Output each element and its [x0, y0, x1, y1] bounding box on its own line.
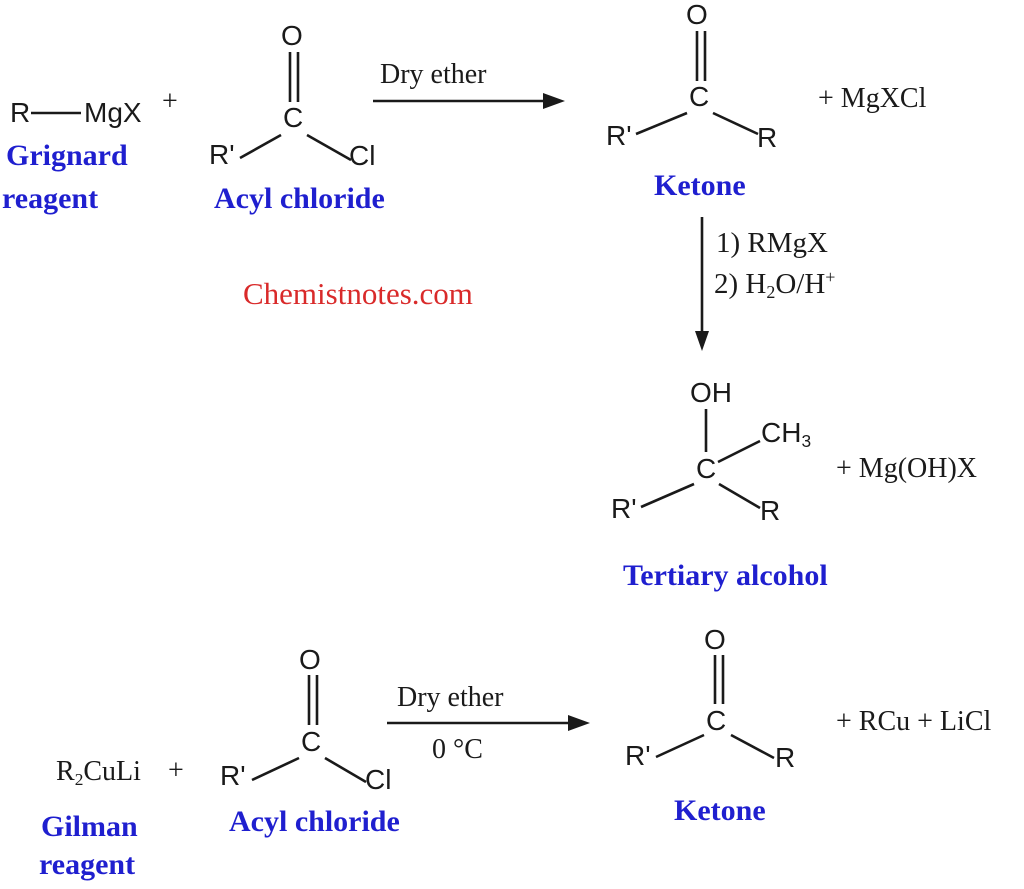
acyl-chloride-2-name: Acyl chloride: [229, 805, 400, 838]
acyl1-oxygen-label: O: [281, 20, 303, 51]
ch3-subscript: 3: [801, 430, 812, 451]
ketone-1-bonds: [635, 31, 759, 136]
gilman-culi: CuLi: [83, 756, 141, 787]
condition-dry-ether-1: Dry ether: [380, 59, 487, 90]
gilman-reagent-label-line1: Gilman: [41, 810, 138, 843]
ketone2-rprime-label: R': [625, 740, 651, 771]
grignard-reagent-label-line2: reagent: [2, 182, 99, 215]
byproduct-mgxcl: + MgXCl: [818, 83, 927, 114]
plus-sign-1: +: [162, 86, 178, 117]
acyl-chloride-2-bonds: [251, 675, 367, 784]
talc-oh-label: OH: [690, 377, 732, 408]
gilman-r: R: [56, 756, 75, 787]
talc-rprime-label: R': [611, 493, 637, 524]
tertiary-alcohol-bonds: [640, 409, 761, 510]
ketone1-carbon-label: C: [689, 81, 710, 112]
ketone1-oxygen-label: O: [686, 0, 708, 30]
gilman-subscript: 2: [74, 769, 84, 789]
grignard-reagent-label-line1: Grignard: [6, 139, 128, 172]
step-arrow-down: [695, 217, 709, 351]
acyl1-carbon-label: C: [283, 102, 304, 133]
step2-subscript: 2: [766, 281, 776, 302]
step2-text: 2) H: [714, 267, 767, 300]
acyl1-chlorine-label: Cl: [349, 140, 376, 171]
byproduct-rcu-licl: + RCu + LiCl: [836, 706, 992, 737]
step2-superscript: +: [825, 267, 836, 287]
talc-ch3-label: CH3: [761, 419, 811, 450]
acyl2-chlorine-label: Cl: [365, 764, 392, 795]
step1-rmgx: 1) RMgX: [716, 227, 828, 259]
step2-hydrolysis: 2) H2O/H+: [714, 268, 835, 301]
reaction-arrow-1: [373, 93, 565, 109]
gilman-reagent-label-line2: reagent: [39, 848, 136, 881]
watermark-text: Chemistnotes.com: [243, 276, 473, 311]
condition-dry-ether-2: Dry ether: [397, 682, 504, 713]
ketone2-carbon-label: C: [706, 705, 727, 736]
acyl2-oxygen-label: O: [299, 644, 321, 675]
ketone2-oxygen-label: O: [704, 624, 726, 655]
step2-text-mid: O/H: [775, 267, 826, 300]
ketone-1-name: Ketone: [654, 169, 746, 202]
plus-sign-2: +: [168, 755, 184, 786]
ketone1-rprime-label: R': [606, 120, 632, 151]
byproduct-mgohx: + Mg(OH)X: [836, 453, 977, 484]
acyl-chloride-1-bonds: [239, 52, 352, 162]
ketone-2-name: Ketone: [674, 794, 766, 827]
talc-carbon-label: C: [696, 453, 717, 484]
ch3-text: CH: [761, 417, 802, 448]
gilman-formula: R2CuLi: [56, 756, 141, 789]
acyl2-rprime-label: R': [220, 760, 246, 791]
tertiary-alcohol-name: Tertiary alcohol: [623, 559, 828, 592]
ketone2-r-label: R: [775, 742, 796, 773]
ketone-2-bonds: [655, 655, 775, 760]
acyl1-rprime-label: R': [209, 139, 235, 170]
acyl-chloride-1-name: Acyl chloride: [214, 182, 385, 215]
grignard-mgx-label: MgX: [84, 97, 142, 128]
acyl2-carbon-label: C: [301, 726, 322, 757]
reaction-arrow-2: [387, 715, 590, 731]
ketone1-r-label: R: [757, 122, 778, 153]
talc-r-label: R: [760, 495, 781, 526]
condition-temperature: 0 °C: [432, 734, 483, 765]
grignard-r-label: R: [10, 97, 31, 128]
